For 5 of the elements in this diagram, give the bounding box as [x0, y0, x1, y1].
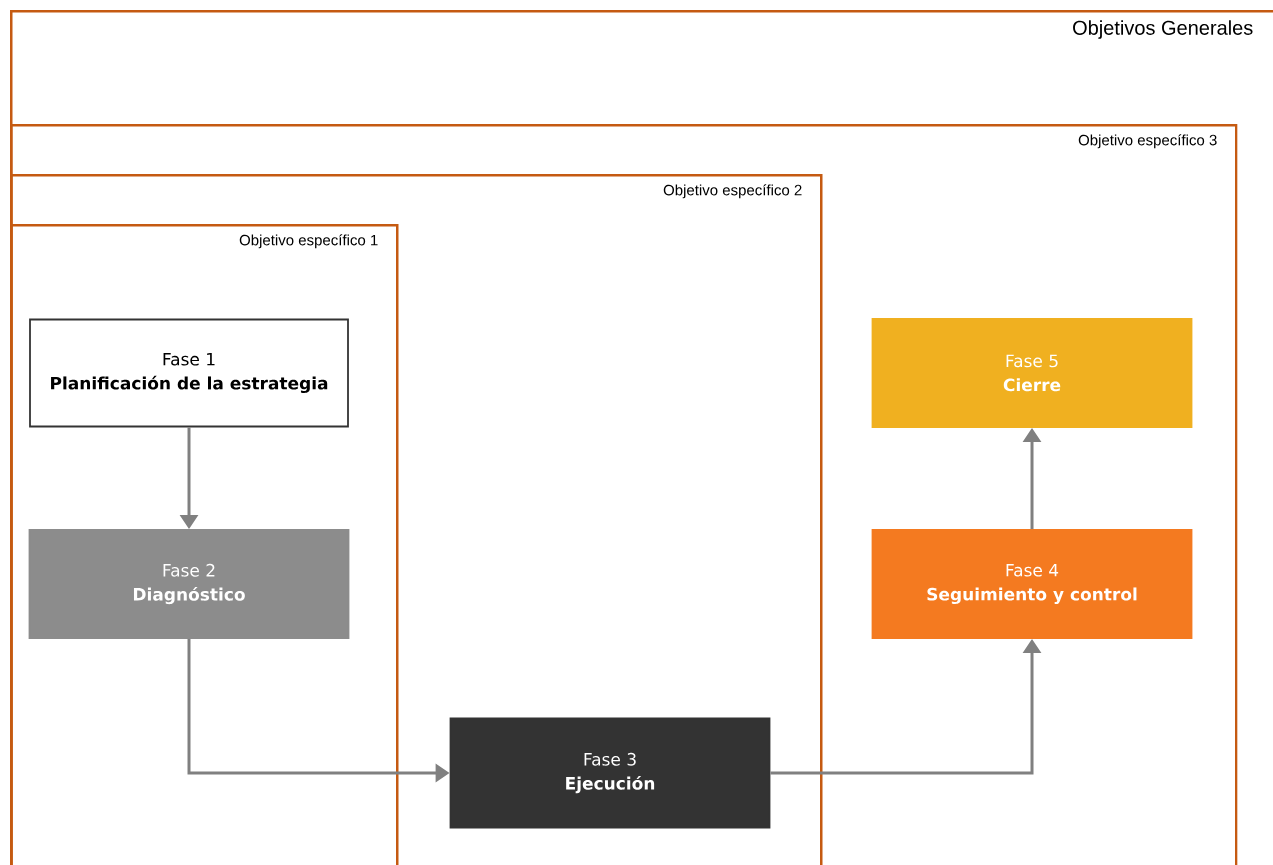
phase-box: Fase 1 Planificación de la estrategia	[29, 318, 349, 428]
phase-box: Fase 4 Seguimiento y control	[871, 529, 1193, 639]
phase-box: Fase 5 Cierre	[871, 318, 1193, 428]
phase-box: Fase 2 Diagnóstico	[28, 529, 350, 639]
phase-box: Fase 3 Ejecución	[449, 717, 771, 829]
